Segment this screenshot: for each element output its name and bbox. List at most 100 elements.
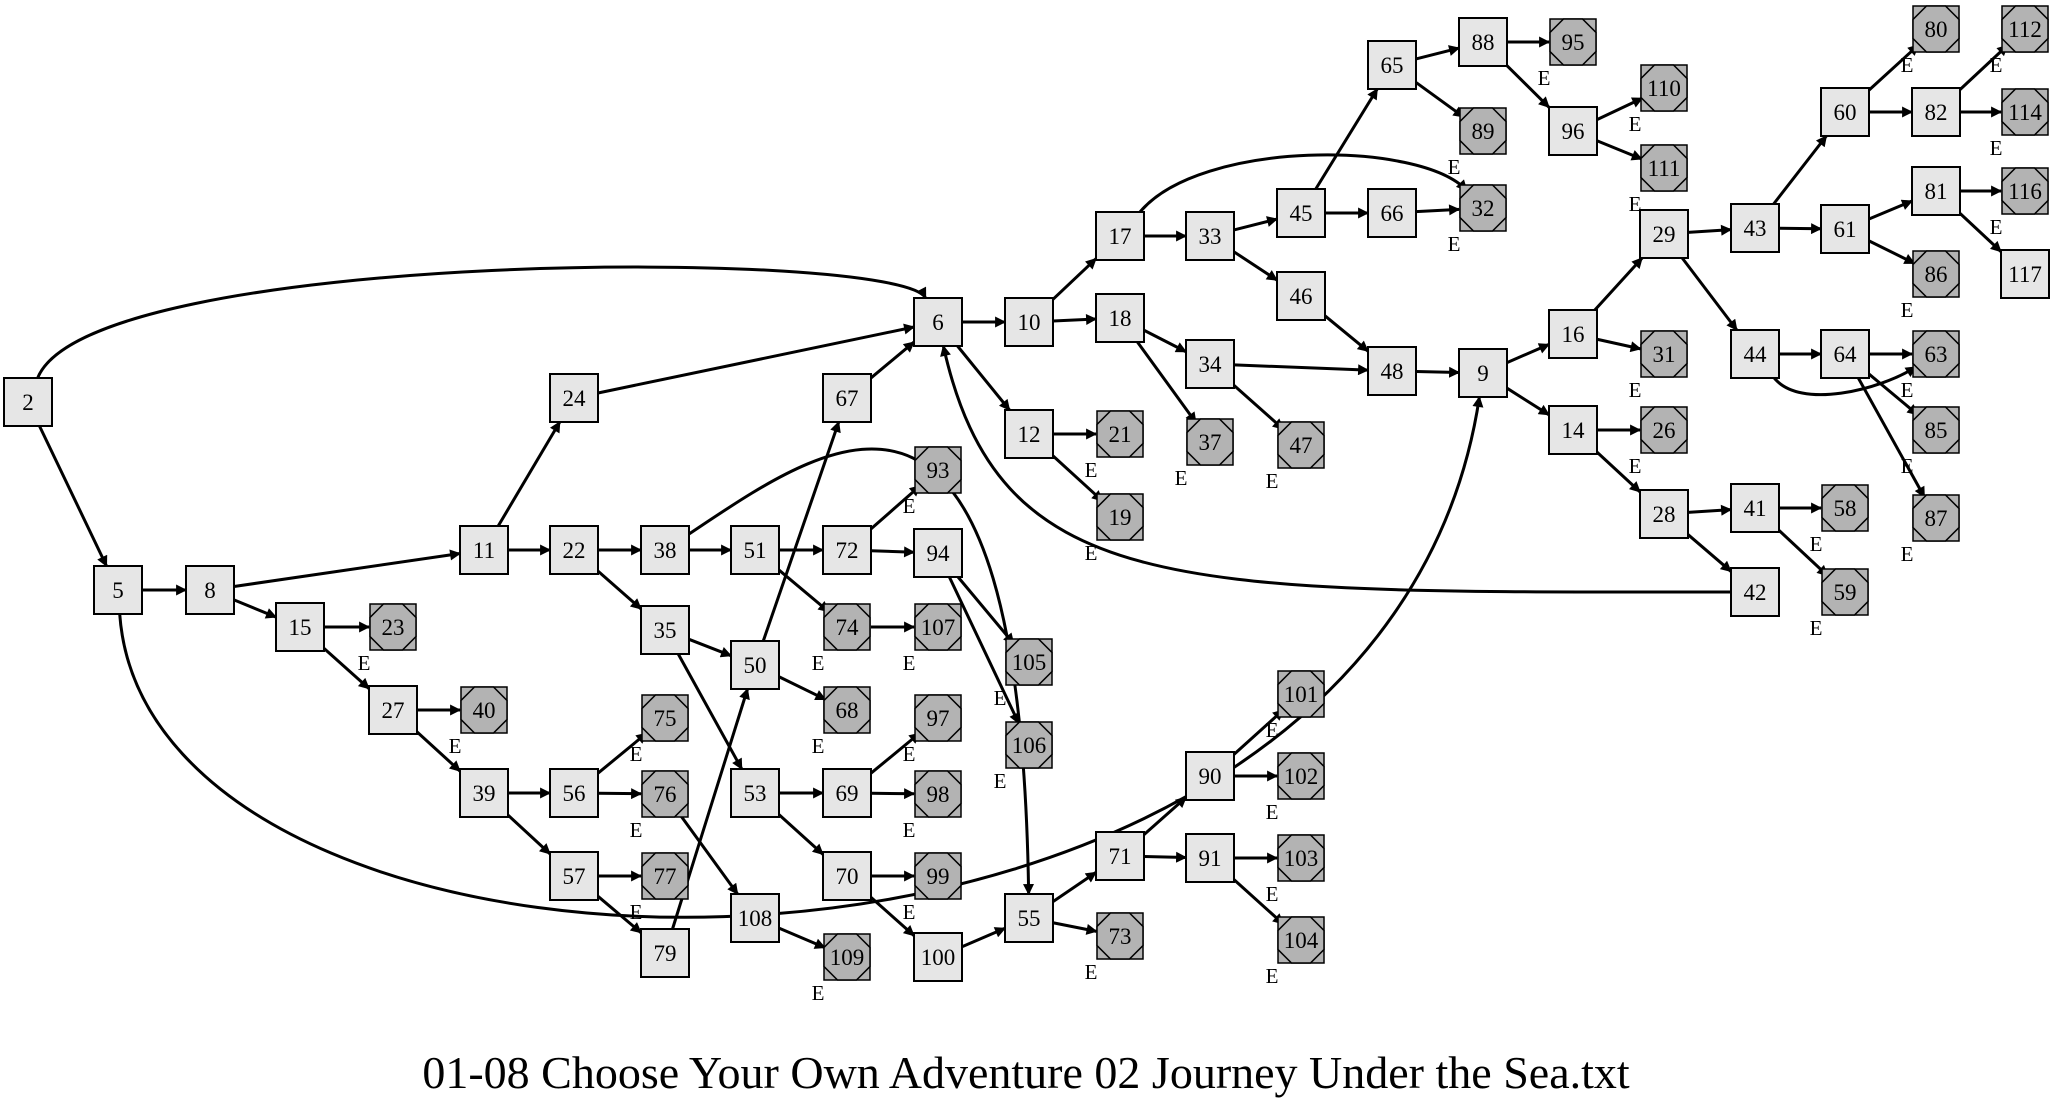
node-label: 43: [1744, 216, 1767, 241]
ending-node-32: E32: [1448, 184, 1507, 256]
node-label: 31: [1653, 342, 1676, 367]
edge-34-48: [1233, 363, 1370, 376]
edge-18-37: [1136, 341, 1198, 424]
end-marker: E: [994, 769, 1007, 793]
node-label: 96: [1562, 119, 1585, 144]
node-29: 29: [1639, 209, 1689, 259]
end-marker: E: [1266, 800, 1279, 824]
node-label: 69: [836, 781, 859, 806]
ending-node-85: E85: [1901, 406, 1960, 478]
edge-33-46: [1233, 250, 1278, 282]
edge-42-6: [940, 344, 1732, 594]
edge-60-80: [1867, 44, 1920, 92]
node-69: 69: [822, 768, 872, 818]
node-label: 93: [927, 458, 950, 483]
edge-18-34: [1143, 328, 1187, 354]
node-label: 59: [1834, 580, 1857, 605]
edge-8-15: [233, 598, 278, 619]
edge-55-73: [1052, 921, 1098, 935]
end-marker: E: [1629, 192, 1642, 216]
ending-node-99: E99: [903, 852, 962, 924]
node-label: 17: [1109, 224, 1132, 249]
node-label: 103: [1284, 846, 1319, 871]
edge-29-44: [1681, 257, 1738, 331]
node-96: 96: [1548, 106, 1598, 156]
node-82: 82: [1911, 87, 1961, 137]
edge-61-81: [1868, 199, 1914, 221]
node-label: 5: [112, 578, 124, 603]
edge-28-42: [1687, 533, 1732, 573]
node-label: 39: [473, 781, 496, 806]
node-label: 23: [382, 615, 405, 640]
end-marker: E: [1901, 542, 1914, 566]
node-55: 55: [1004, 893, 1054, 943]
node-label: 87: [1925, 506, 1948, 531]
end-marker: E: [1901, 53, 1914, 77]
end-marker: E: [630, 818, 643, 842]
end-marker: E: [812, 651, 825, 675]
edge-64-85: [1868, 372, 1919, 416]
node-label: 77: [654, 864, 677, 889]
edge-33-45: [1233, 216, 1279, 232]
edge-43-60: [1772, 135, 1828, 205]
edge-45-65: [1314, 88, 1379, 190]
node-15: 15: [275, 602, 325, 652]
node-11: 11: [459, 525, 509, 575]
edge-44-63: [1773, 365, 1917, 397]
ending-node-68: E68: [812, 686, 871, 758]
ending-node-37: E37: [1175, 418, 1234, 490]
node-8: 8: [185, 565, 235, 615]
node-label: 66: [1381, 201, 1404, 226]
node-label: 48: [1381, 359, 1404, 384]
node-label: 19: [1109, 505, 1132, 530]
node-42: 42: [1730, 567, 1780, 617]
edge-12-19: [1051, 454, 1104, 502]
node-label: 94: [927, 541, 951, 566]
node-label: 16: [1562, 322, 1585, 347]
edge-100-55: [961, 926, 1007, 949]
edge-56-75: [597, 732, 648, 775]
edge-94-106: [948, 576, 1021, 725]
end-marker: E: [1266, 882, 1279, 906]
node-label: 50: [744, 653, 767, 678]
end-marker: E: [1085, 458, 1098, 482]
node-label: 76: [654, 782, 677, 807]
node-label: 14: [1562, 418, 1586, 443]
node-label: 63: [1925, 342, 1948, 367]
node-label: 117: [2008, 262, 2042, 287]
node-label: 112: [2008, 17, 2042, 42]
edge-28-41: [1687, 504, 1733, 516]
edge-53-70: [777, 813, 825, 856]
node-label: 102: [1284, 764, 1319, 789]
ending-node-87: E 87: [1901, 494, 1960, 566]
edge-27-39: [415, 730, 462, 773]
node-label: 73: [1109, 924, 1132, 949]
node-label: 104: [1284, 928, 1319, 953]
edge-71-90: [1143, 796, 1187, 836]
node-5: 5: [93, 565, 143, 615]
node-label: 90: [1199, 764, 1222, 789]
node-34: 34: [1185, 339, 1235, 389]
node-44: 44: [1730, 329, 1780, 379]
node-79: 79: [640, 928, 690, 978]
node-label: 42: [1744, 580, 1767, 605]
edge-34-47: [1233, 384, 1285, 431]
node-48: 48: [1367, 346, 1417, 396]
ending-node-89: E89: [1448, 107, 1507, 179]
edge-65-88: [1415, 45, 1461, 61]
node-label: 75: [654, 706, 677, 731]
node-label: 24: [563, 386, 587, 411]
edge-96-110: [1596, 96, 1644, 122]
node-label: 9: [1477, 361, 1489, 386]
ending-node-73: E73: [1085, 912, 1144, 984]
end-marker: E: [1085, 541, 1098, 565]
node-35: 35: [640, 605, 690, 655]
node-label: 81: [1925, 179, 1948, 204]
edge-72-93: [870, 484, 921, 531]
edge-2-6: [36, 265, 928, 379]
